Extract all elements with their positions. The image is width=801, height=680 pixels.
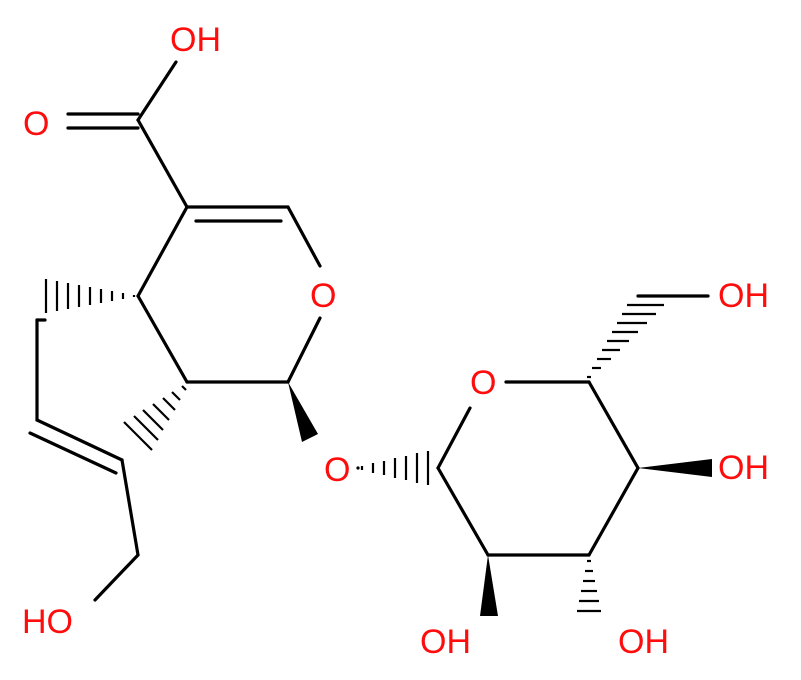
bond-o-c1 (286, 316, 322, 384)
bond-c8-ho (93, 553, 140, 602)
bond-c1p-ringo (436, 406, 472, 470)
bond-c3-o (286, 205, 322, 268)
hash-c3p-oh (577, 559, 601, 613)
label-ch2oh-ho: HO (22, 603, 73, 641)
bond-c6-c7-double-2 (28, 431, 118, 475)
label-ring-o: O (310, 277, 336, 315)
atom-labels: OH O O O O OH OH OH OH HO (22, 21, 769, 661)
bond-c2p-c1p (436, 466, 490, 557)
bond-c6-c7-double-1 (35, 418, 124, 462)
bond-c4-cooh (136, 118, 189, 209)
hash-c4a-c5 (44, 279, 136, 313)
label-cooh-o: O (23, 105, 49, 143)
label-sugar-ring-o: O (470, 364, 496, 402)
bond-c7a-c4a (136, 294, 189, 384)
label-c2-oh: OH (420, 623, 471, 661)
bond-c4p-c3p (587, 466, 640, 557)
label-glycosidic-o: O (324, 451, 350, 489)
wedge-c1-o (288, 382, 318, 442)
label-c4-oh: OH (718, 449, 769, 487)
bond-c7-c8 (120, 458, 140, 557)
stereo-bonds (35, 279, 712, 616)
wedge-c2p-oh (480, 555, 498, 616)
label-c6-oh: OH (718, 277, 769, 315)
bond-c5p-c4p (587, 380, 640, 470)
bonds (28, 60, 710, 602)
bond-cooh-c-oh (136, 60, 178, 122)
hash-c5p-c6p (587, 303, 664, 379)
bond-c4a-c4 (136, 205, 189, 298)
hash-c7a-c7 (123, 385, 187, 451)
hash-o-c1p (360, 451, 430, 485)
label-cooh-oh: OH (170, 21, 221, 59)
wedge-c4p-oh (638, 459, 712, 477)
label-c3-oh: OH (618, 623, 669, 661)
